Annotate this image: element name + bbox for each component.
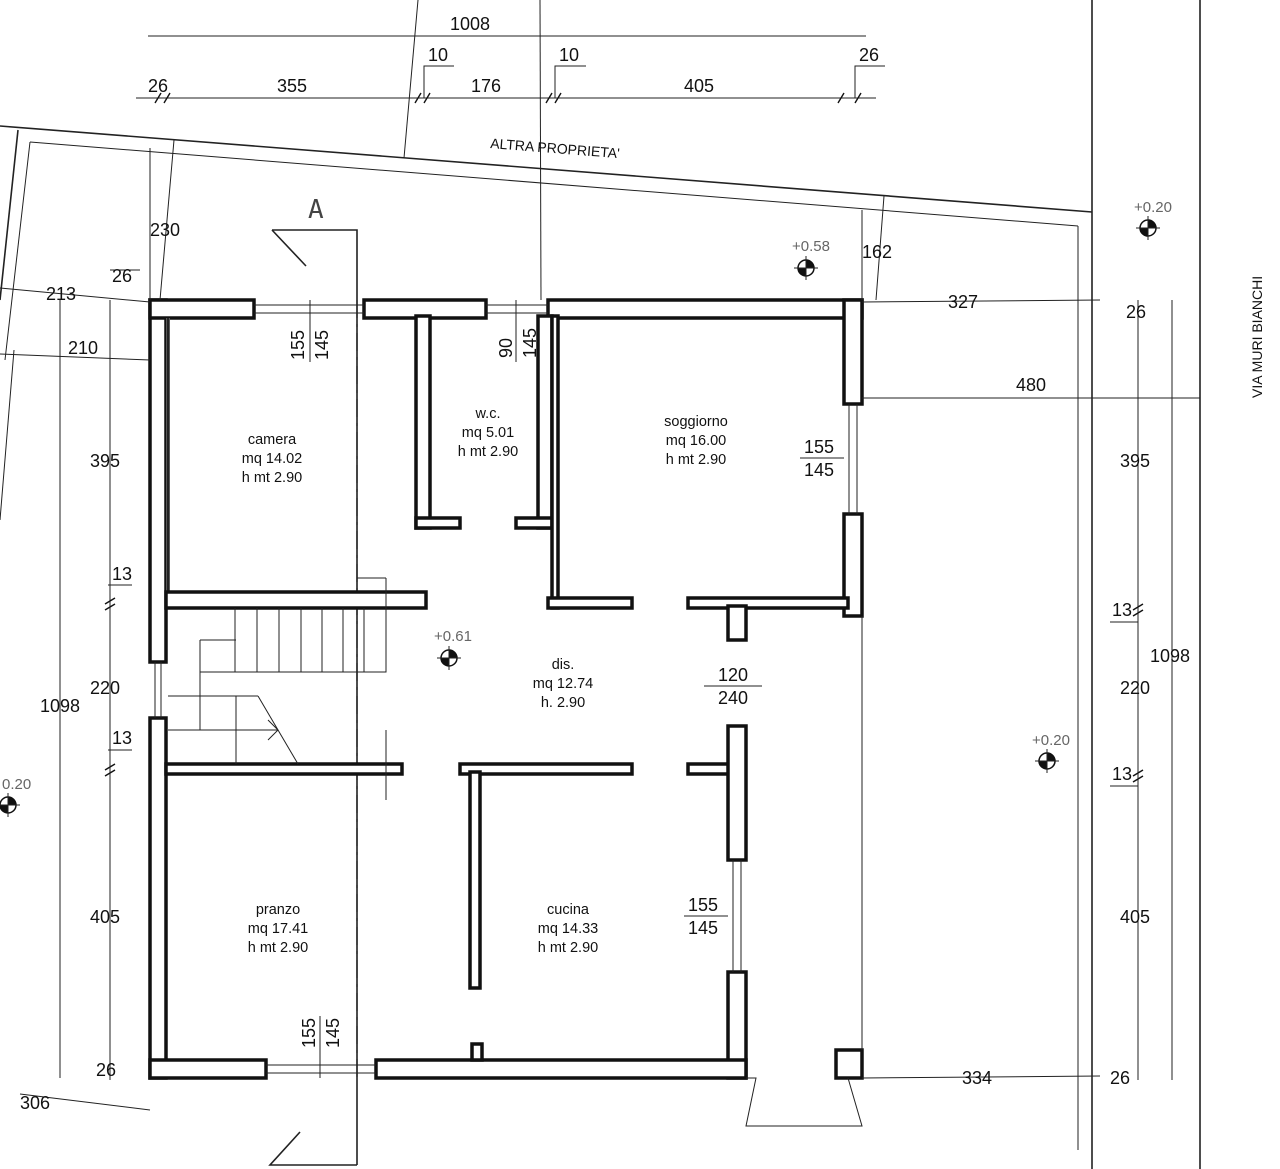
room-soggiorno: soggiorno mq 16.00 h mt 2.90 <box>664 414 728 468</box>
room-height: h mt 2.90 <box>458 444 518 460</box>
dim-left-13a: 13 <box>112 564 132 584</box>
level-markers: +0.58 +0.20 +0.20 0.20 +0.61 <box>0 199 1172 817</box>
room-height: h mt 2.90 <box>538 940 598 956</box>
dim-left-395: 395 <box>90 451 120 471</box>
dim-soggiorno-window-w: 155 <box>804 437 834 457</box>
level-marker-soggiorno: +0.58 <box>792 238 830 280</box>
dim-camera-window-w: 155 <box>288 330 308 360</box>
room-name: cucina <box>547 902 590 918</box>
dim-left-306: 306 <box>20 1093 50 1113</box>
room-height: h. 2.90 <box>541 695 585 711</box>
dim-pranzo-window-h: 145 <box>323 1018 343 1048</box>
dim-left-213: 213 <box>46 284 76 304</box>
room-camera: camera mq 14.02 h mt 2.90 <box>242 432 302 486</box>
label-neighbor: ALTRA PROPRIETA' <box>490 135 621 161</box>
level-value: 0.20 <box>2 776 31 793</box>
level-marker-street-mid: +0.20 <box>1032 732 1070 773</box>
room-name: pranzo <box>256 902 300 918</box>
room-height: h mt 2.90 <box>248 940 308 956</box>
room-area: mq 5.01 <box>462 425 514 441</box>
dim-top-405: 405 <box>684 76 714 96</box>
dim-left-210: 210 <box>68 338 98 358</box>
room-name: w.c. <box>475 406 501 422</box>
dim-top-355: 355 <box>277 76 307 96</box>
dim-top-10b: 10 <box>559 45 579 65</box>
dim-right-26a: 26 <box>1126 302 1146 322</box>
room-area: mq 14.02 <box>242 451 302 467</box>
level-marker-left: 0.20 <box>0 776 31 817</box>
dim-door-h: 240 <box>718 688 748 708</box>
level-value: +0.20 <box>1134 199 1172 216</box>
dim-top-26a: 26 <box>148 76 168 96</box>
dim-left-405: 405 <box>90 907 120 927</box>
walls <box>148 298 864 1080</box>
room-dis: dis. mq 12.74 h. 2.90 <box>533 657 593 711</box>
dim-right-334: 334 <box>962 1068 992 1088</box>
dim-right-13b: 13 <box>1112 764 1132 784</box>
dim-soggiorno-window-h: 145 <box>804 460 834 480</box>
dim-right-162: 162 <box>862 242 892 262</box>
top-dimensions: 1008 26 355 10 176 10 405 26 <box>136 0 885 301</box>
level-value: +0.61 <box>434 628 472 645</box>
level-value: +0.58 <box>792 238 830 255</box>
dim-right-220: 220 <box>1120 678 1150 698</box>
section-marker-top: A <box>308 195 324 225</box>
opening-dimensions: 155 145 90 145 155 145 120 240 155 145 1… <box>288 300 844 1078</box>
dim-pranzo-window-w: 155 <box>299 1018 319 1048</box>
room-cucina: cucina mq 14.33 h mt 2.90 <box>538 902 598 956</box>
room-area: mq 14.33 <box>538 921 598 937</box>
dim-right-327: 327 <box>948 292 978 312</box>
dim-top-10a: 10 <box>428 45 448 65</box>
dim-left-13b: 13 <box>112 728 132 748</box>
dim-door-w: 120 <box>718 665 748 685</box>
staircase <box>168 577 387 800</box>
dim-top-176: 176 <box>471 76 501 96</box>
property-boundary <box>0 0 1201 1169</box>
dim-left-220: 220 <box>90 678 120 698</box>
dim-camera-window-h: 145 <box>312 330 332 360</box>
dim-right-395: 395 <box>1120 451 1150 471</box>
room-area: mq 16.00 <box>666 433 726 449</box>
dim-left-26b: 26 <box>96 1060 116 1080</box>
room-pranzo: pranzo mq 17.41 h mt 2.90 <box>248 902 308 956</box>
room-name: camera <box>248 432 297 448</box>
room-area: mq 12.74 <box>533 676 593 692</box>
dim-wc-window-h: 145 <box>520 328 540 358</box>
dim-right-405: 405 <box>1120 907 1150 927</box>
dim-left-26: 26 <box>112 266 132 286</box>
dim-right-26b: 26 <box>1110 1068 1130 1088</box>
dim-wc-window-w: 90 <box>496 338 516 358</box>
room-name: soggiorno <box>664 414 728 430</box>
label-street: VIA MURI BIANCHI <box>1249 276 1265 398</box>
windows <box>154 304 858 1074</box>
dim-left-230: 230 <box>150 220 180 240</box>
dim-top-overall: 1008 <box>450 14 490 34</box>
dim-left-1098: 1098 <box>40 696 80 716</box>
room-height: h mt 2.90 <box>242 470 302 486</box>
dim-right-1098: 1098 <box>1150 646 1190 666</box>
level-marker-interior: +0.61 <box>434 628 472 670</box>
dim-cucina-window-w: 155 <box>688 895 718 915</box>
right-dimensions: 162 327 26 480 395 13 1098 220 13 405 33… <box>861 195 1200 1088</box>
room-labels: camera mq 14.02 h mt 2.90 w.c. mq 5.01 h… <box>242 406 728 956</box>
dim-right-480: 480 <box>1016 375 1046 395</box>
room-name: dis. <box>552 657 575 673</box>
level-value: +0.20 <box>1032 732 1070 749</box>
dim-right-13a: 13 <box>1112 600 1132 620</box>
room-area: mq 17.41 <box>248 921 308 937</box>
dim-top-26b: 26 <box>859 45 879 65</box>
left-dimensions: 230 213 26 210 395 13 220 1098 13 405 26… <box>0 139 180 1113</box>
dim-cucina-window-h: 145 <box>688 918 718 938</box>
level-marker-street-top: +0.20 <box>1134 199 1172 240</box>
room-height: h mt 2.90 <box>666 452 726 468</box>
room-wc: w.c. mq 5.01 h mt 2.90 <box>458 406 518 460</box>
